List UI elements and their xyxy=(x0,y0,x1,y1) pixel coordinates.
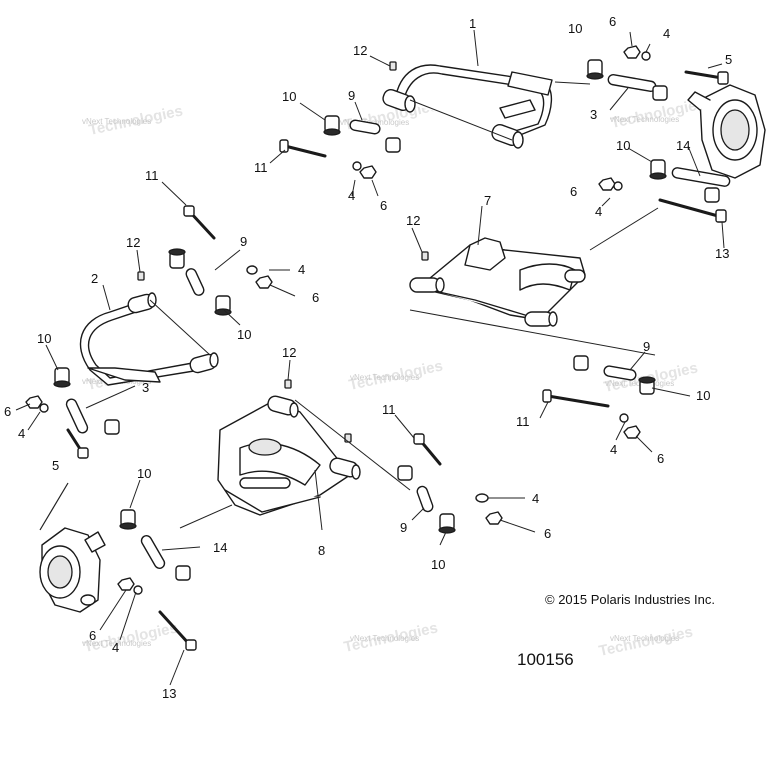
callout-10: 10 xyxy=(137,466,151,481)
copyright-notice: © 2015 Polaris Industries Inc. xyxy=(545,592,715,607)
callout-11: 11 xyxy=(145,168,159,183)
callout-13: 13 xyxy=(715,246,729,261)
upper-a-arm-2 xyxy=(79,292,219,386)
callout-3: 3 xyxy=(142,380,149,395)
callout-1: 1 xyxy=(469,16,476,31)
leader-lines xyxy=(15,29,725,686)
callout-3: 3 xyxy=(590,107,597,122)
callout-8: 8 xyxy=(318,543,325,558)
nuts-and-washers xyxy=(25,45,651,595)
watermark-text: vNext Technologies xyxy=(350,634,419,643)
callout-6: 6 xyxy=(609,14,616,29)
sleeves xyxy=(185,119,637,513)
upper-a-arm-1 xyxy=(382,64,553,149)
callout-10: 10 xyxy=(696,388,710,403)
callout-10: 10 xyxy=(431,557,445,572)
callout-5: 5 xyxy=(725,52,732,67)
lower-a-arm-7 xyxy=(409,237,586,327)
callout-13: 13 xyxy=(162,686,176,701)
watermark-text: vNext Technologies xyxy=(610,634,679,643)
svg-text:Technologies: Technologies xyxy=(82,619,179,656)
callout-10: 10 xyxy=(616,138,630,153)
callout-12: 12 xyxy=(406,213,420,228)
callout-11: 11 xyxy=(382,402,396,417)
callout-14: 14 xyxy=(676,138,690,153)
callout-7: 7 xyxy=(484,193,491,208)
bolts xyxy=(66,70,729,651)
callout-11: 11 xyxy=(516,414,530,429)
callout-4: 4 xyxy=(112,640,119,655)
watermark-text: vNext Technologies xyxy=(340,118,409,127)
watermark-text: vNext Technologies xyxy=(610,115,679,124)
callout-4: 4 xyxy=(610,442,617,457)
callouts: 1 2 3 3 4 4 4 4 4 4 4 4 5 5 6 6 6 6 6 6 … xyxy=(4,14,732,701)
lower-a-arm-8 xyxy=(217,395,361,516)
callout-6: 6 xyxy=(312,290,319,305)
callout-9: 9 xyxy=(643,339,650,354)
callout-9: 9 xyxy=(240,234,247,249)
callout-9: 9 xyxy=(400,520,407,535)
callout-4: 4 xyxy=(532,491,539,506)
callout-10: 10 xyxy=(237,327,251,342)
watermark-text: vNext Technologies xyxy=(82,639,151,648)
callout-10: 10 xyxy=(37,331,51,346)
callout-12: 12 xyxy=(353,43,367,58)
knuckle-lower-left xyxy=(39,527,106,613)
diagram-number: 100156 xyxy=(517,650,574,669)
knuckle-upper-right xyxy=(687,84,766,179)
callout-9: 9 xyxy=(348,88,355,103)
callout-11: 11 xyxy=(254,160,268,175)
callout-2: 2 xyxy=(91,271,98,286)
watermark-text: vNext Technologies xyxy=(350,373,419,382)
callout-5: 5 xyxy=(52,458,59,473)
callout-4: 4 xyxy=(595,204,602,219)
callout-6: 6 xyxy=(657,451,664,466)
callout-6: 6 xyxy=(544,526,551,541)
callout-10: 10 xyxy=(282,89,296,104)
callout-4: 4 xyxy=(18,426,25,441)
watermark-text: vNext Technologies xyxy=(82,117,151,126)
callout-6: 6 xyxy=(4,404,11,419)
callout-6: 6 xyxy=(89,628,96,643)
callout-4: 4 xyxy=(348,188,355,203)
bushings xyxy=(53,59,720,581)
callout-6: 6 xyxy=(570,184,577,199)
callout-6: 6 xyxy=(380,198,387,213)
callout-14: 14 xyxy=(213,540,227,555)
callout-4: 4 xyxy=(663,26,670,41)
callout-4: 4 xyxy=(298,262,305,277)
pins xyxy=(65,74,731,569)
callout-12: 12 xyxy=(126,235,140,250)
callout-10: 10 xyxy=(568,21,582,36)
callout-12: 12 xyxy=(282,345,296,360)
